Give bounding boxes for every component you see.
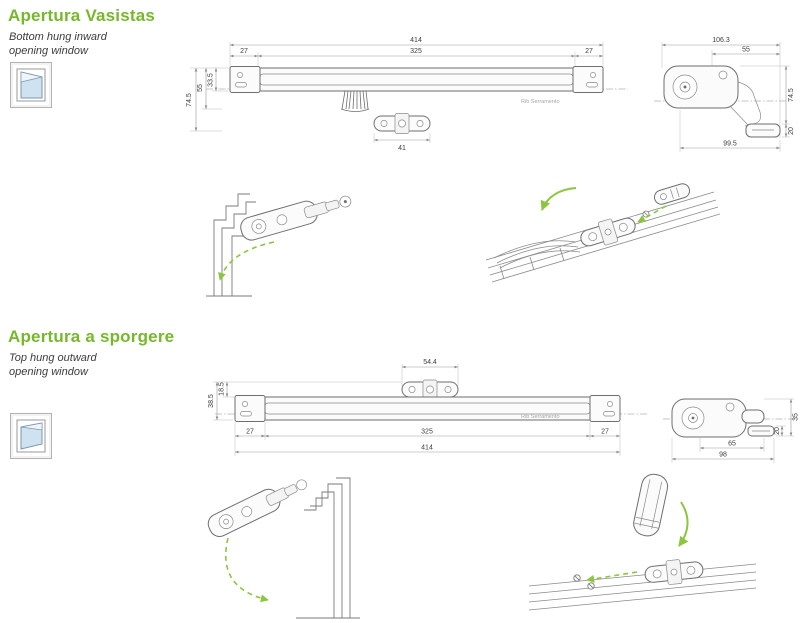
dim-label-bracket: 41	[398, 145, 406, 152]
bottom-hung-window-icon	[10, 62, 52, 108]
dim-label-foot: 20	[788, 127, 795, 135]
sporgere-top-view-drawing: 54.4 Rib Serramento 38.5	[208, 359, 647, 456]
dim-bracket: 41	[373, 133, 431, 152]
dim-label-top-right: 55	[742, 47, 750, 54]
dim-side-bottom: 99.5	[679, 110, 781, 152]
dim-label-height-total: 38.5	[208, 394, 215, 408]
dim-side-top: 106.3 55	[661, 37, 781, 138]
center-bracket	[401, 379, 459, 400]
actuator-side-body	[654, 65, 792, 138]
dim-label-right-offset: 27	[601, 429, 609, 436]
actuator-bar	[234, 395, 621, 422]
bottom-hung-window-glyph	[16, 68, 46, 102]
vasistas-side-view-drawing: 106.3 55 74.5 20	[654, 37, 795, 152]
dim-row-inner: 27 325 27	[230, 48, 603, 72]
section-subtitle-sporgere: Top hung outward opening window	[9, 351, 97, 380]
dim-label-height-small: 33.5	[208, 73, 215, 87]
dim-label-right-offset: 27	[585, 48, 593, 55]
dim-bracket: 54.4	[401, 359, 459, 386]
dim-label-left-offset: 27	[240, 48, 248, 55]
sporgere-exploded-view-drawing	[528, 473, 757, 611]
actuator-unit	[207, 479, 307, 537]
dim-label-width-top: 106.3	[712, 37, 730, 44]
actuator-side-body	[671, 398, 775, 438]
chain-arc	[493, 240, 581, 269]
vasistas-exploded-view-drawing	[485, 183, 720, 283]
window-frame-profile	[296, 477, 360, 619]
dim-side-right: 74.5 20	[740, 65, 795, 138]
dim-label-width-bottom: 99.5	[723, 141, 737, 148]
assembly-direction-arrow	[637, 205, 667, 223]
screws	[573, 574, 595, 590]
bracket-assembly	[644, 559, 704, 585]
dim-label-height-mid: 55	[197, 84, 204, 92]
subtitle-line-2: opening window	[9, 45, 88, 58]
dim-label-left-offset: 27	[246, 429, 254, 436]
opening-direction-arrow	[218, 241, 275, 281]
dim-label-foot: 20	[774, 427, 781, 435]
sporgere-side-view-drawing: 20 35 65 98	[663, 398, 800, 463]
dims-side: 20 35 65 98	[671, 398, 800, 463]
section-title-sporgere: Apertura a sporgere	[8, 327, 175, 346]
mounting-bracket	[373, 113, 431, 134]
dim-heights-left: 38.5 18.5	[208, 381, 402, 421]
brand-text: Rib Serramento	[521, 99, 560, 105]
vasistas-top-view-drawing: 414 27 325 27	[186, 37, 628, 152]
dim-label-inner: 325	[410, 48, 422, 55]
insert-direction-arrow	[678, 501, 689, 547]
dim-label-total: 414	[421, 445, 433, 452]
dim-label-height-small: 18.5	[219, 382, 226, 396]
brand-text: Rib Serramento	[521, 414, 560, 420]
actuator-bar	[229, 66, 604, 93]
dim-label-height-total: 74.5	[186, 93, 193, 107]
opening-direction-arrow	[224, 537, 269, 603]
dim-label-bracket: 54.4	[423, 359, 437, 366]
dim-label-width-bottom: 98	[719, 452, 727, 459]
section-subtitle-vasistas: Bottom hung inward opening window	[9, 30, 107, 59]
dim-label-width-inner: 65	[728, 441, 736, 448]
subtitle-line-2: opening window	[9, 366, 88, 379]
vasistas-install-detail-drawing	[206, 193, 352, 297]
dim-label-height: 74.5	[788, 88, 795, 102]
bracket-assembly	[580, 217, 636, 247]
top-hung-window-glyph	[16, 419, 46, 453]
subtitle-line-1: Bottom hung inward	[9, 31, 107, 43]
sporgere-install-detail-drawing	[207, 477, 360, 619]
top-hung-window-icon	[10, 413, 52, 459]
dim-heights: 74.5 55 33.5	[186, 67, 230, 132]
dim-bottom: 27 325 27 414	[234, 422, 621, 456]
chain-piece	[633, 473, 669, 537]
dim-label-total: 414	[410, 37, 422, 44]
dim-label-inner: 325	[421, 429, 433, 436]
subtitle-line-1: Top hung outward	[9, 352, 97, 364]
dim-label-height: 35	[793, 413, 800, 421]
actuator-unit	[240, 195, 352, 241]
window-frame-profile	[206, 193, 256, 297]
chain-connector	[653, 183, 691, 205]
rotation-arrow	[540, 187, 577, 211]
frame-rail	[528, 563, 757, 611]
chain-brush	[340, 90, 370, 112]
section-title-vasistas: Apertura Vasistas	[8, 6, 156, 25]
